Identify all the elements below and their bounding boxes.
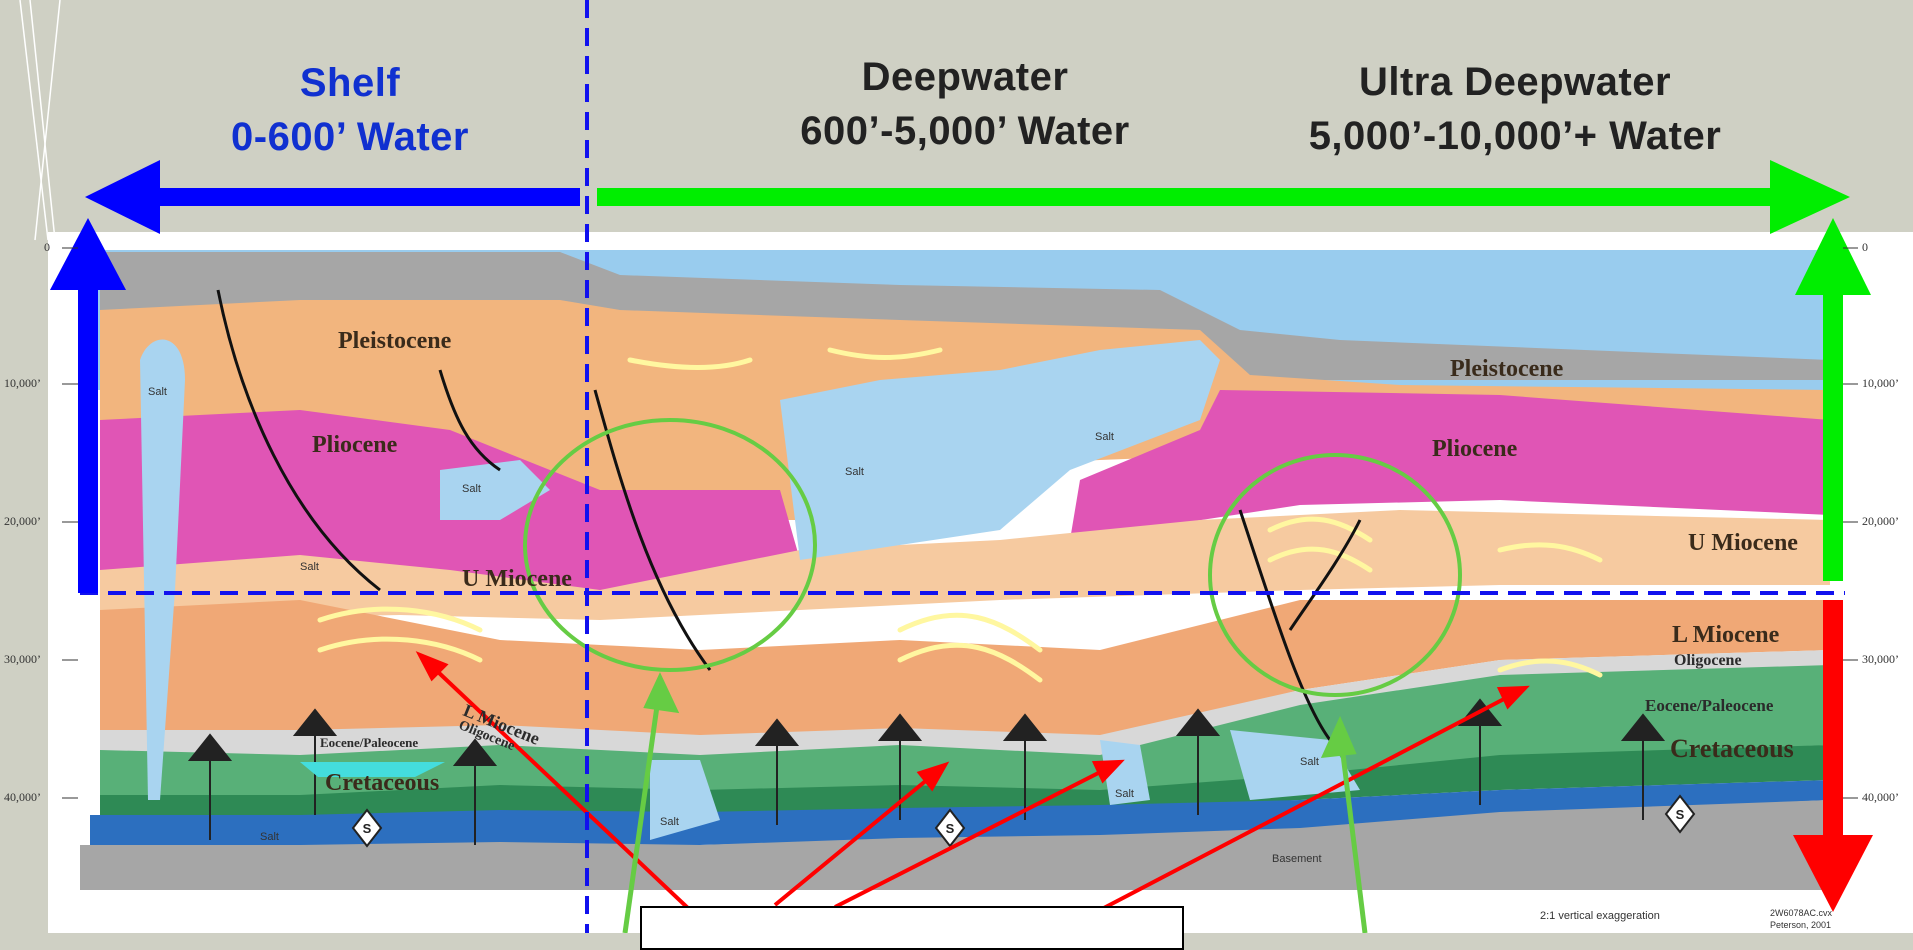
pliocene-layer-right <box>1070 390 1830 540</box>
vertical-exaggeration-note: 2:1 vertical exaggeration <box>1540 910 1660 922</box>
trap-hatch <box>300 762 445 777</box>
file-reference-note: 2W6078AC.cvx <box>1770 908 1833 918</box>
cretaceous-layer <box>100 745 1830 820</box>
depth-tick-right-40000: 40,000’ <box>1862 790 1899 804</box>
deepwater-depth-arrow <box>1795 218 1871 581</box>
pliocene-label-left: Pliocene <box>312 432 398 458</box>
depth-tick-left-30000: 30,000’ <box>4 652 41 666</box>
depth-tick-right-0: 0 <box>1862 240 1868 254</box>
salt-label-5: Salt <box>1095 431 1114 443</box>
corner-decoration <box>19 0 61 241</box>
depth-ticks <box>62 247 1858 799</box>
pliocene-label-right: Pliocene <box>1432 436 1518 462</box>
source-symbols: S S S <box>363 807 1685 836</box>
play-circle-left <box>523 418 817 672</box>
shelf-water-depth: 0-600’ Water <box>231 115 469 159</box>
basement-label: Basement <box>1272 853 1322 865</box>
l-miocene-label-right: L Miocene <box>1672 622 1780 648</box>
source-symbol-2: S <box>946 821 955 836</box>
salt-label-9: Salt <box>260 831 279 843</box>
pleistocene-label-left: Pleistocene <box>338 328 452 354</box>
callout-box <box>640 906 1184 950</box>
u-miocene-label-left: U Miocene <box>462 566 572 592</box>
salt-label-2: Salt <box>462 483 481 495</box>
salt-label-3: Salt <box>300 561 319 573</box>
migration-arrows <box>187 698 1666 845</box>
depth-tick-right-20000: 20,000’ <box>1862 514 1899 528</box>
depth-tick-right-30000: 30,000’ <box>1862 652 1899 666</box>
green-pointer-arrows <box>622 672 1368 933</box>
ultra-deepwater-header: Ultra Deepwater 5,000’-10,000’+ Water <box>1255 55 1775 163</box>
cretaceous-label-right: Cretaceous <box>1670 734 1794 763</box>
salt-label-8: Salt <box>1300 756 1319 768</box>
author-note: Peterson, 2001 <box>1770 920 1832 930</box>
deep-blue-layer <box>90 780 1830 848</box>
deepwater-water-depth: 600’-5,000’ Water <box>800 109 1130 153</box>
deepwater-title: Deepwater <box>861 55 1069 99</box>
pleistocene-label-right: Pleistocene <box>1450 356 1564 382</box>
salt-label-6: Salt <box>660 816 679 828</box>
salt-label-1: Salt <box>148 386 167 398</box>
salt-label-4: Salt <box>845 466 864 478</box>
depth-tick-left-40000: 40,000’ <box>4 790 41 804</box>
salt-label-7: Salt <box>1115 788 1134 800</box>
shelf-range-arrow <box>85 160 580 234</box>
ultra-deepwater-title: Ultra Deepwater <box>1358 60 1672 104</box>
source-symbol-1: S <box>363 821 372 836</box>
u-miocene-label-right: U Miocene <box>1688 530 1798 556</box>
source-diamonds <box>351 794 1696 848</box>
deep-target-arrow <box>1793 600 1873 912</box>
source-symbol-3: S <box>1676 807 1685 822</box>
l-miocene-layer <box>100 600 1830 740</box>
ultra-deepwater-water-depth: 5,000’-10,000’+ Water <box>1308 114 1722 158</box>
play-circle-right <box>1208 453 1462 697</box>
depth-tick-left-10000: 10,000’ <box>4 376 41 390</box>
eocene-label-right: Eocene/Paleocene <box>1645 696 1774 715</box>
deepwater-header: Deepwater 600’-5,000’ Water <box>735 50 1195 158</box>
faults <box>216 289 1362 741</box>
depth-tick-left-20000: 20,000’ <box>4 514 41 528</box>
salt-labels: Salt Salt Salt Salt Salt Salt Salt Salt … <box>148 386 1322 865</box>
deepwater-range-arrow <box>597 160 1850 234</box>
depth-tick-left-0: 0 <box>44 240 50 254</box>
shelf-depth-arrow <box>50 218 126 593</box>
red-pointer-arrows <box>415 651 1530 912</box>
oligocene-label-right: Oligocene <box>1674 652 1742 669</box>
shelf-title: Shelf <box>299 61 401 105</box>
cretaceous-label-left: Cretaceous <box>325 770 440 796</box>
depth-tick-right-10000: 10,000’ <box>1862 376 1899 390</box>
eocene-label-left: Eocene/Paleocene <box>320 735 419 750</box>
sand-lenses <box>317 347 1603 683</box>
shelf-header: Shelf 0-600’ Water <box>190 56 510 164</box>
